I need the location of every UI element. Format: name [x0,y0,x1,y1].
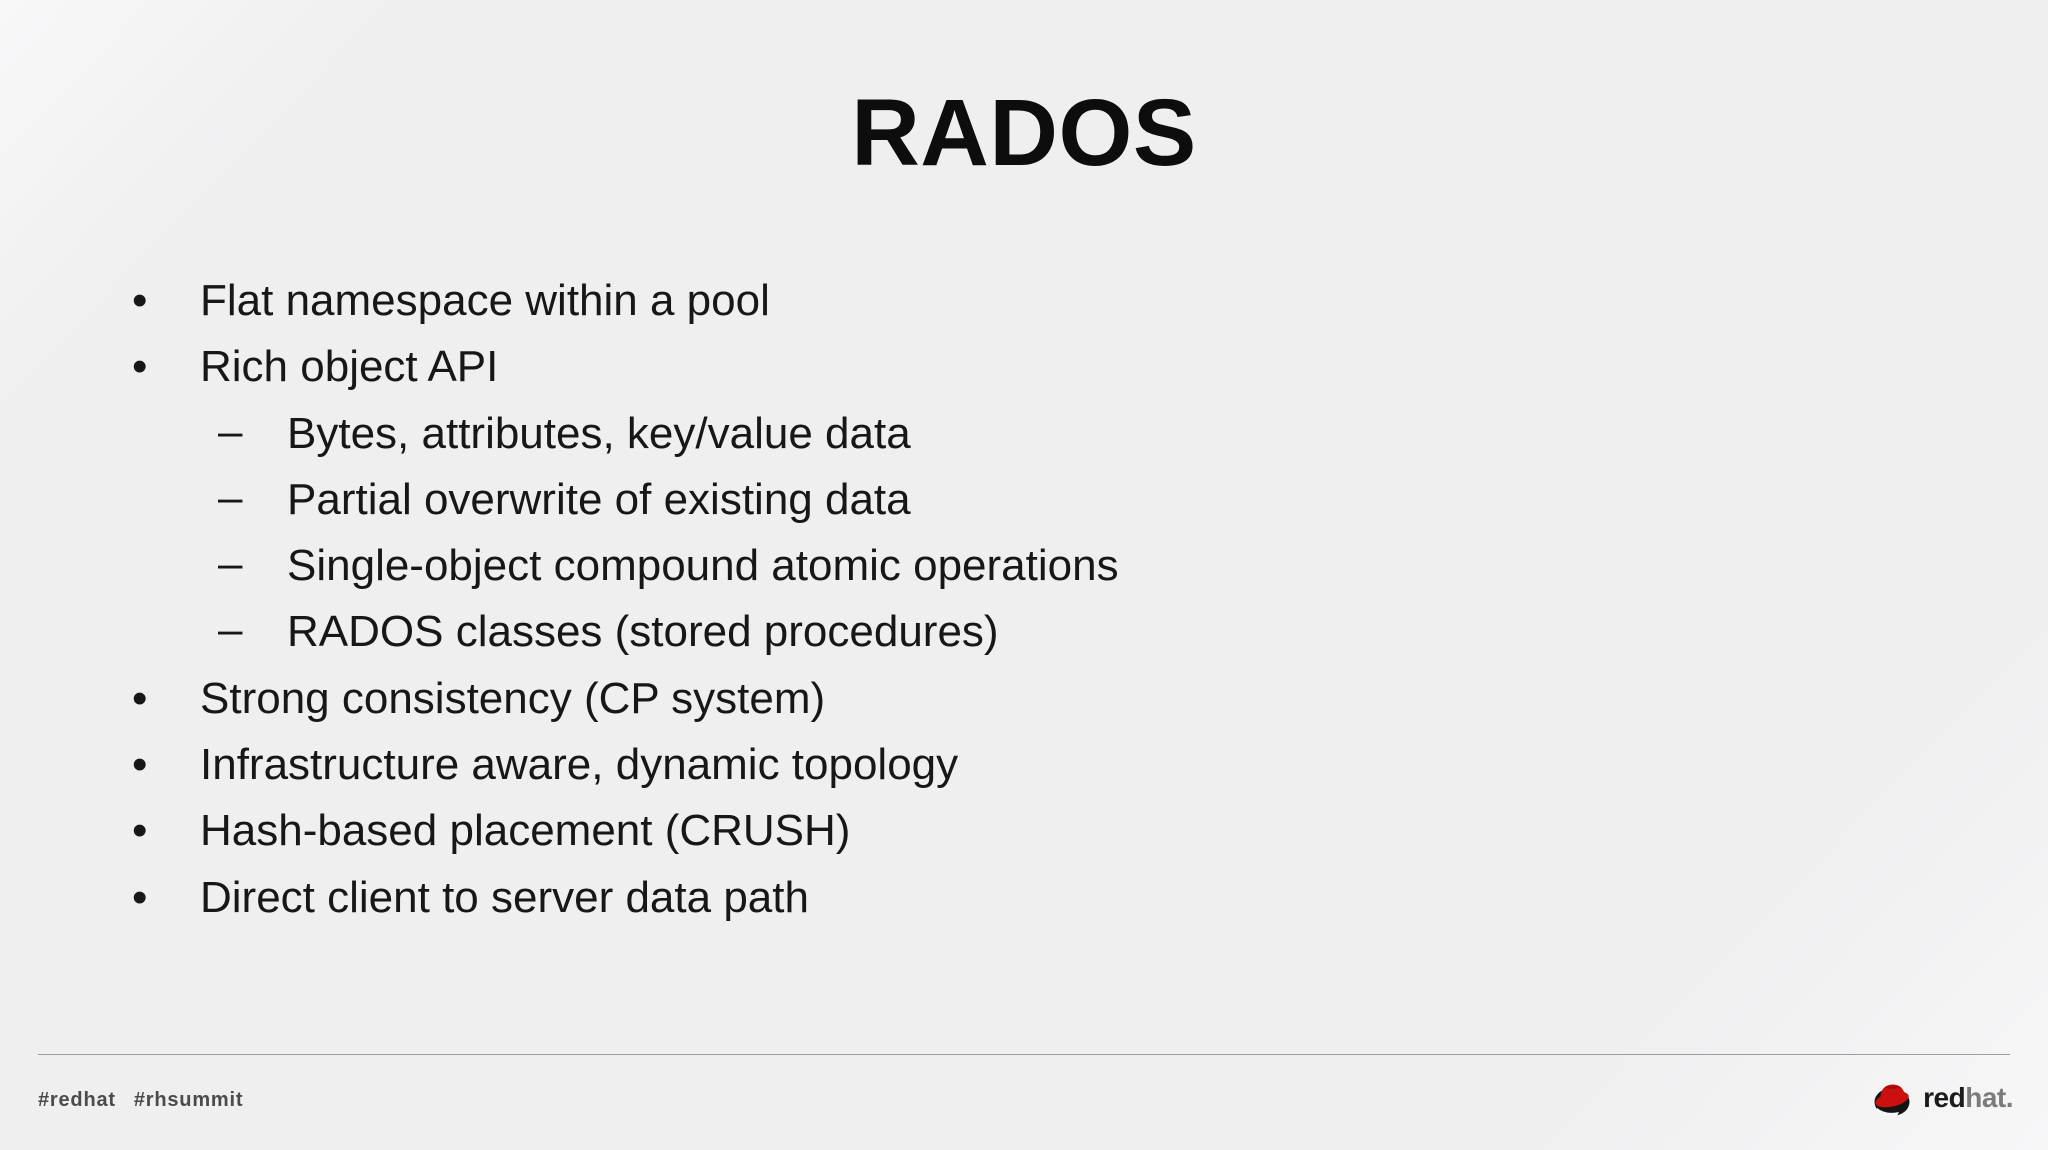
list-item: • Direct client to server data path [118,865,1988,931]
list-item: • Infrastructure aware, dynamic topology [118,732,1988,798]
hashtag-rhsummit: #rhsummit [133,1089,244,1111]
slide-title: RADOS [851,80,1197,186]
list-item-text: Direct client to server data path [200,872,809,922]
list-item-text: Strong consistency (CP system) [200,673,826,723]
footer-divider [38,1054,2010,1055]
hashtag-redhat: #redhat [38,1089,116,1111]
list-item: – Bytes, attributes, key/value data [118,401,1988,467]
list-item: – Single-object compound atomic operatio… [118,533,1988,599]
list-item-text: Single-object compound atomic operations [287,541,1119,591]
list-item: – Partial overwrite of existing data [118,467,1988,533]
list-item: • Flat namespace within a pool [118,268,1988,334]
redhat-logo: redhat. [1871,1080,2013,1120]
list-item-text: Flat namespace within a pool [200,276,770,325]
bullet-marker: • [132,806,148,856]
logo-text-hat: hat. [1965,1082,2013,1113]
dash-marker: – [218,472,243,522]
list-item-text: Bytes, attributes, key/value data [287,408,911,458]
list-item: • Rich object API [118,334,1988,400]
list-item-text: Rich object API [200,342,499,392]
list-item: • Strong consistency (CP system) [118,666,1988,732]
list-item: • Hash-based placement (CRUSH) [118,798,1988,864]
dash-marker: – [218,539,243,589]
list-item-text: Partial overwrite of existing data [287,474,911,524]
logo-text: redhat. [1923,1084,2013,1116]
hashtags: #redhat #rhsummit [38,1089,243,1112]
list-item: – RADOS classes (stored procedures) [118,599,1988,665]
bullet-marker: • [132,673,148,723]
bullet-marker: • [132,276,148,325]
list-item-text: Infrastructure aware, dynamic topology [200,740,959,790]
redhat-hat-icon [1871,1080,1917,1120]
dash-marker: – [218,605,243,655]
bullet-marker: • [132,342,148,392]
bullet-marker: • [132,872,148,922]
list-item-text: Hash-based placement (CRUSH) [200,806,851,856]
bullet-marker: • [132,740,148,790]
logo-text-red: red [1923,1082,1966,1113]
dash-marker: – [218,406,243,456]
list-item-text: RADOS classes (stored procedures) [287,607,999,657]
bullet-list: • Flat namespace within a pool • Rich ob… [118,268,1988,931]
